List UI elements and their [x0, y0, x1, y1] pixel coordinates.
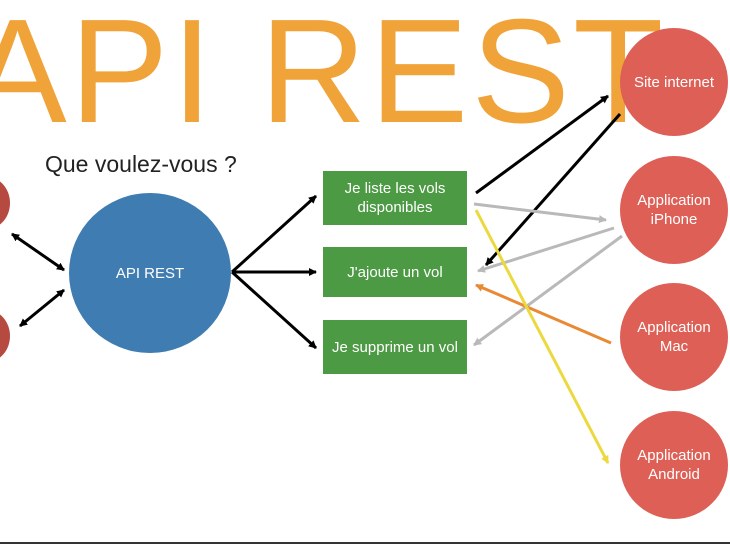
edge-partial-bottom-to-server — [19, 288, 65, 328]
edge-list-to-site — [475, 94, 609, 195]
action-label: J'ajoute un vol — [347, 263, 443, 281]
edge-iphone-to-add — [477, 226, 615, 273]
edge-server-to-list — [230, 194, 318, 274]
action-list-flights: Je liste les vols disponibles — [323, 171, 467, 225]
edge-iphone-to-delete — [473, 234, 623, 347]
server-node: API REST — [69, 193, 231, 353]
edge-partial-top-to-server — [11, 232, 65, 272]
diagram-subtitle: Que voulez-vous ? — [45, 151, 237, 177]
action-label: Je supprime un vol — [332, 338, 458, 356]
client-label: Application iPhone — [637, 192, 711, 228]
edge-list-to-android — [474, 209, 610, 464]
action-label: Je liste les vols disponibles — [344, 180, 446, 216]
edge-list-to-iphone — [473, 202, 607, 224]
client-application-android: Application Android — [620, 411, 728, 519]
edge-mac-to-add — [475, 283, 612, 345]
partial-circle-top — [0, 177, 10, 229]
server-label: API REST — [115, 264, 185, 282]
client-label: Site internet — [633, 73, 715, 91]
client-site-internet: Site internet — [620, 28, 728, 136]
client-application-iphone: Application iPhone — [620, 156, 728, 264]
bottom-divider — [0, 542, 730, 544]
client-application-mac: Application Mac — [620, 283, 728, 391]
client-label: Application Android — [637, 447, 711, 483]
diagram-title: API REST — [0, 0, 667, 154]
edge-site-to-add — [484, 113, 622, 266]
client-label: Application Mac — [637, 319, 711, 355]
action-add-flight: J'ajoute un vol — [323, 247, 467, 297]
edge-server-to-delete — [230, 270, 318, 350]
action-delete-flight: Je supprime un vol — [323, 320, 467, 374]
partial-circle-bottom — [0, 310, 10, 362]
